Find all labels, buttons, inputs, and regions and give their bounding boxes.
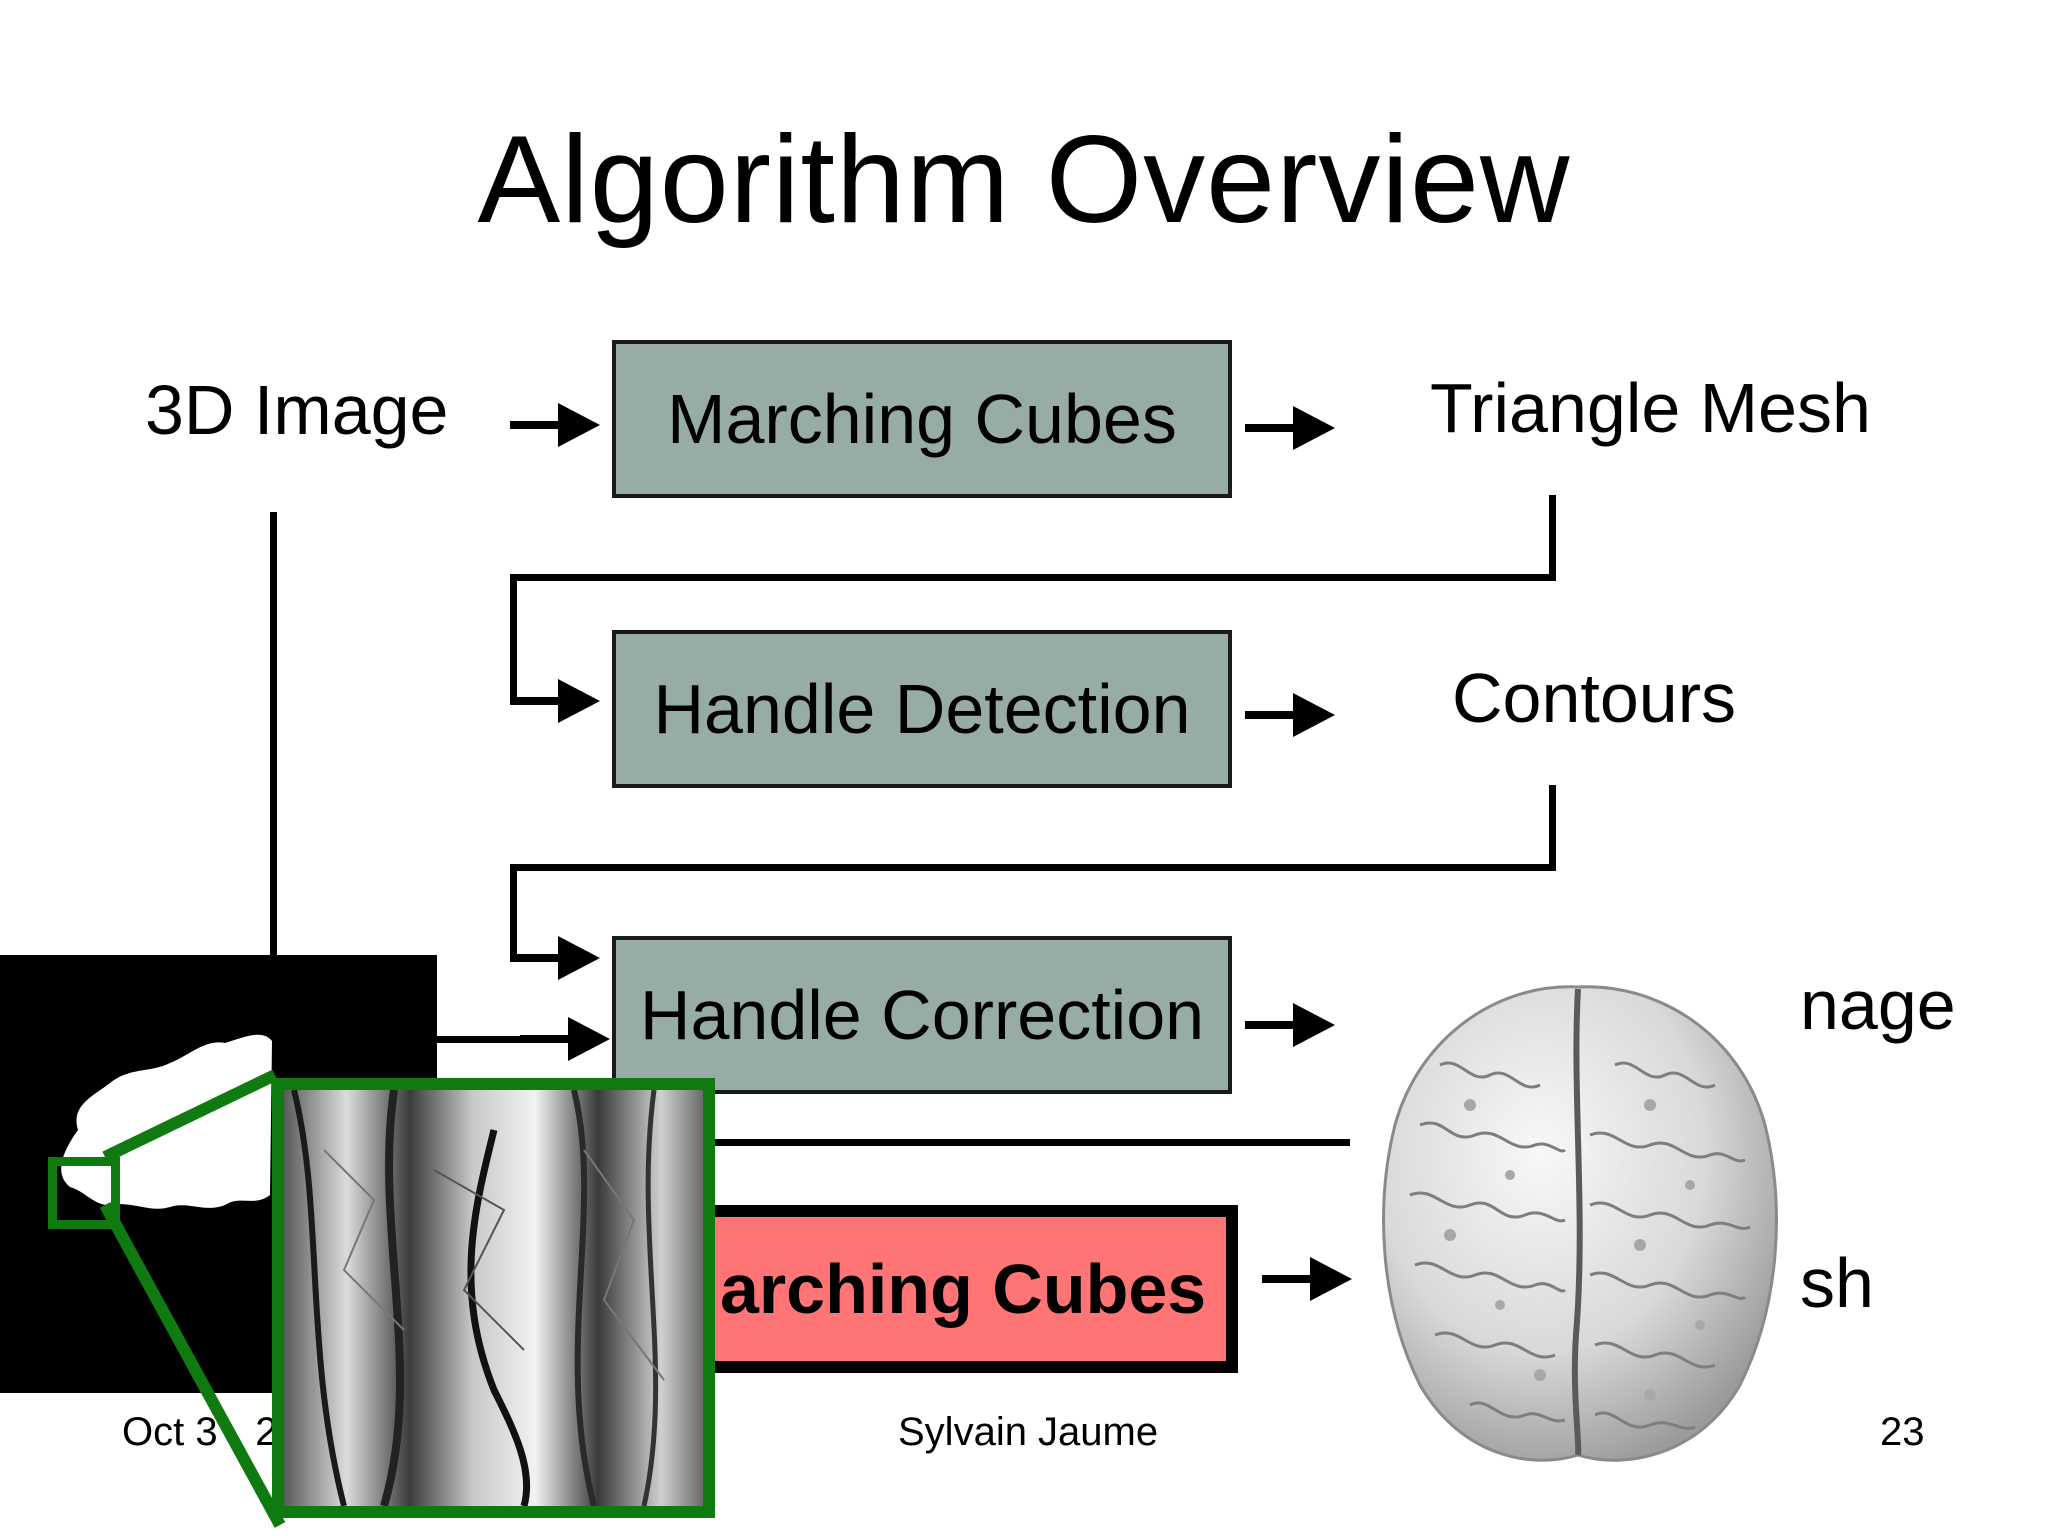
box-handle-detection-label: Handle Detection [653,670,1191,748]
label-triangle-mesh: Triangle Mesh [1430,369,1871,447]
arrow-to-marching-cubes-icon [510,403,600,447]
connector-1-down [1549,495,1556,581]
arrow-to-handle-correction-icon [510,936,600,980]
zoom-source-square [48,1157,120,1229]
box-marching-cubes: Marching Cubes [612,340,1232,498]
footer-author: Sylvain Jaume [898,1410,1159,1454]
connector-1-horizontal [510,574,1556,581]
connector-2-down [1549,785,1556,871]
connector-2-horizontal [510,864,1556,871]
arrow-to-corrected-image-icon [1245,1003,1335,1047]
image-input-line [436,1036,566,1043]
connector-1-left-down [510,574,517,704]
box-handle-correction: Handle Correction [612,936,1232,1094]
slide-title: Algorithm Overview [477,111,1571,249]
brain-render-image [1382,985,1778,1462]
arrow-from-image-icon [520,1017,610,1061]
arrow-to-triangle-mesh-icon [1245,406,1335,450]
box-handle-correction-label: Handle Correction [639,976,1205,1054]
footer-date-start: Oct 3 [122,1410,218,1454]
label-3d-image: 3D Image [145,371,449,449]
box-final-marching-cubes-label: arching Cubes [720,1250,1207,1328]
box-final-marching-cubes: arching Cubes [690,1205,1238,1373]
zoom-connector-lines [99,1069,286,1528]
box-marching-cubes-label: Marching Cubes [667,380,1177,458]
arrow-to-contours-icon [1245,693,1335,737]
label-corrected-image: nage [1800,966,1956,1044]
mesh-zoom-image [272,1078,715,1518]
arrow-to-handle-detection-icon [510,679,600,723]
footer-page-number: 23 [1880,1410,1925,1454]
box-handle-detection: Handle Detection [612,630,1232,788]
connector-3-horizontal [700,1139,1350,1146]
label-final-mesh: sh [1800,1244,1874,1322]
arrow-to-final-mesh-icon [1262,1257,1352,1301]
connector-2-left-down [510,864,517,960]
input-vertical-line [270,512,277,970]
label-contours: Contours [1452,659,1737,737]
